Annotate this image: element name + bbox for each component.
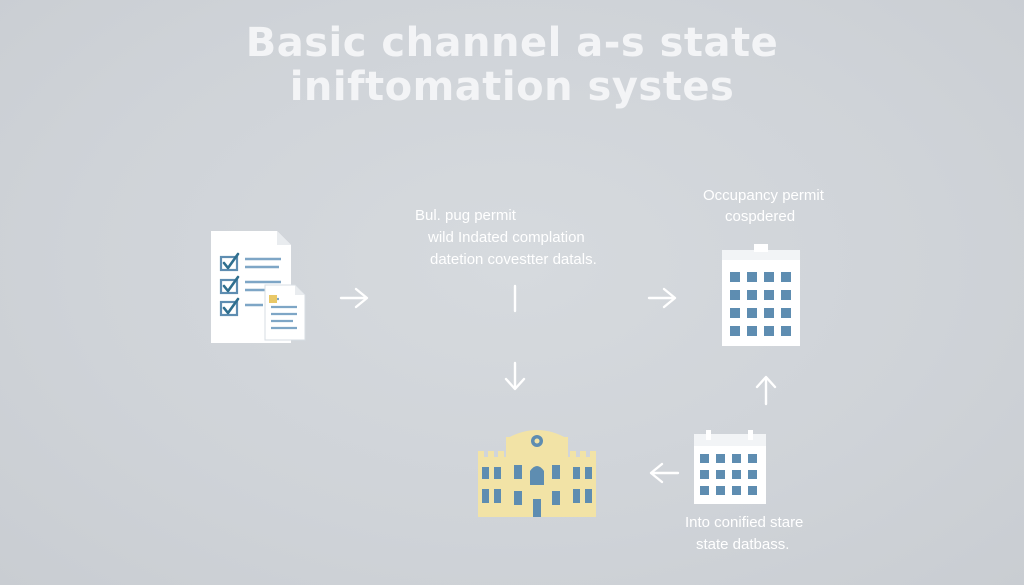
office-building-icon — [718, 240, 804, 350]
occupancy-permit-label-line-1: Occupancy permit — [703, 187, 824, 204]
arrow-right-to-occupancy-permit-icon — [647, 287, 677, 309]
arrow-right-checklist-to-permit-icon — [339, 287, 369, 309]
diagram-title-line-2: iniftomation systes — [289, 64, 735, 110]
arrow-down-to-state-house-icon — [504, 361, 526, 391]
building-permit-label-line-2: wild Indated complation — [428, 229, 585, 246]
state-database-label-line-1: Into conified stare — [685, 514, 804, 531]
state-database-label-line-2: state datbass. — [696, 536, 790, 553]
state-house-icon — [472, 425, 602, 520]
building-permit-label-line-1: Bul. pug permit — [415, 207, 516, 224]
checklist-document-icon — [205, 225, 315, 350]
arrow-up-calendar-to-building-icon — [755, 375, 777, 406]
arrow-left-calendar-to-state-house-icon — [649, 462, 680, 484]
occupancy-permit-label-line-2: cospdered — [725, 208, 796, 225]
calendar-icon — [692, 430, 770, 506]
building-permit-label-line-3: datetion covestter datals. — [430, 251, 597, 268]
diagram-title-line-1: Basic channel a-s state — [245, 20, 779, 66]
